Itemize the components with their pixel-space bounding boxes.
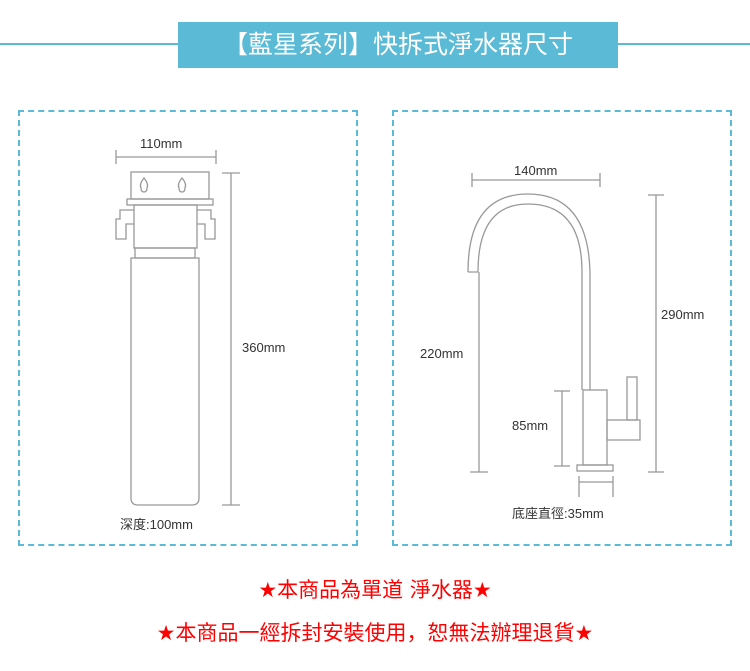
filter-panel [18,110,358,546]
faucet-panel [392,110,732,546]
spout-height-label: 220mm [420,346,464,361]
filter-height-label: 360mm [242,340,286,355]
title-rule-right [616,43,750,45]
single-stage-note: ★本商品為單道 淨水器★ [258,578,492,602]
faucet-drawing [467,173,664,497]
total-height-label: 290mm [661,307,705,322]
page-title: 【藍星系列】快拆式淨水器尺寸 [178,22,618,68]
filter-width-label: 110mm [140,136,183,151]
no-return-note: ★本商品一經拆封安裝使用，恕無法辦理退貨★ [156,621,594,645]
spout-reach-label: 140mm [514,163,558,178]
title-rule-left [0,43,180,45]
body-height-label: 85mm [512,418,549,433]
base-diameter-label: 底座直徑:35mm [512,506,604,521]
filter-drawing [115,150,240,506]
filter-depth-label: 深度:100mm [120,517,193,532]
